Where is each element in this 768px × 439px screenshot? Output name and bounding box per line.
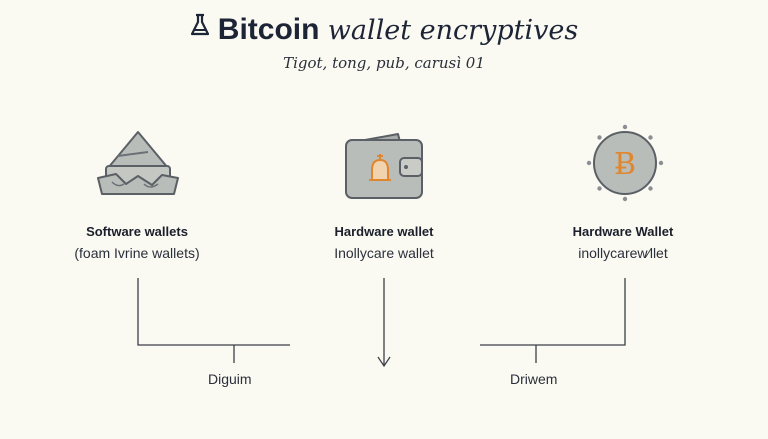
left-connector [137, 278, 290, 346]
right-connector [480, 278, 626, 346]
svg-text:Ƀ: Ƀ [614, 147, 636, 182]
flask-logo-icon [190, 8, 210, 48]
wallet-1-title: Software wallets [86, 224, 188, 239]
bitcoin-coin-icon: Ƀ [575, 118, 675, 208]
title-bold: Bitcoin [217, 13, 320, 46]
bottom-right-label: Driwem [510, 371, 558, 387]
wallet-with-bitcoin-icon [334, 118, 434, 208]
title-italic: wallet encryptives [327, 15, 579, 46]
wallet-3-subtitle: inollycarew⁄llet [578, 245, 668, 261]
bottom-left-label: Diguim [208, 371, 252, 387]
folded-envelope-wallet-icon [88, 118, 188, 208]
center-arrow-head [377, 356, 391, 368]
wallet-2-subtitle: Inollycare wallet [334, 245, 434, 261]
wallet-3-title: Hardware Wallet [572, 224, 674, 239]
wallet-1-subtitle: (foam Ivrine wallets) [74, 245, 200, 261]
wallet-2-title: Hardware wallet [334, 224, 434, 239]
page-title: Bitcoin wallet encryptives [0, 10, 768, 51]
subtitle: Tigot, tong, pub, carusì 01 [283, 54, 485, 72]
